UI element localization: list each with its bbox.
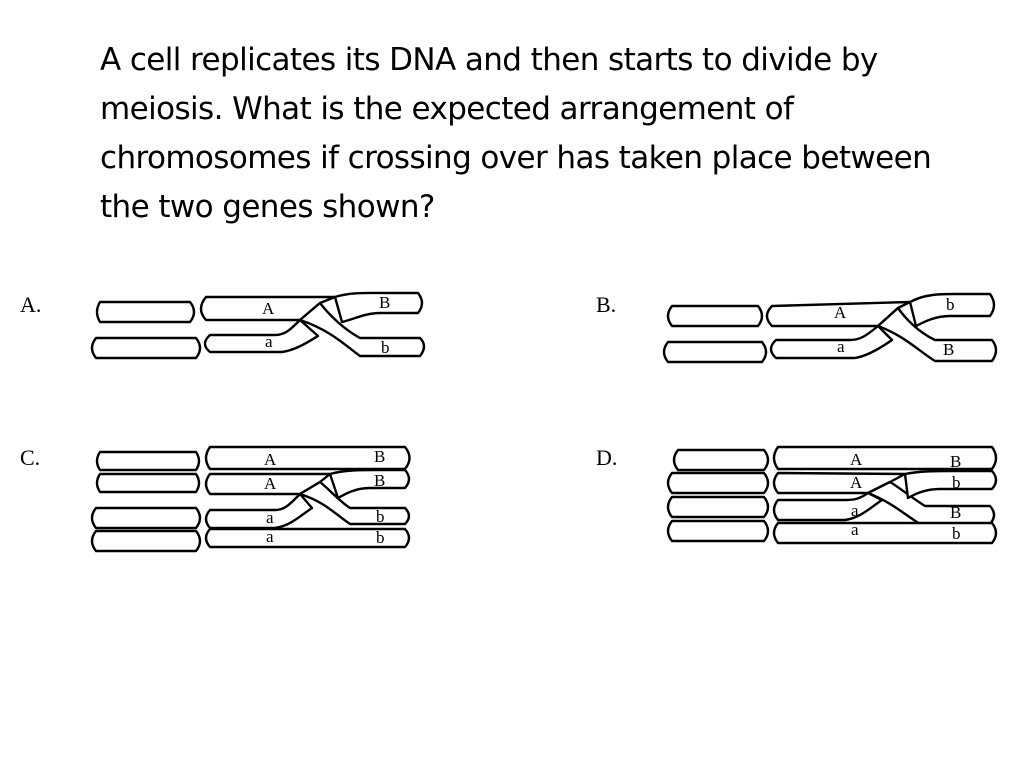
- chromatid-cross-down: [298, 301, 426, 358]
- chromatid-row2-cross: [866, 480, 996, 526]
- chromatid-row2-left: [666, 471, 770, 495]
- chromatid-upper-right: [333, 291, 424, 324]
- option-b-label: B.: [596, 292, 617, 317]
- gene-label: B: [950, 452, 961, 471]
- chromatid-row2-upper: [328, 468, 411, 500]
- gene-label: a: [837, 337, 845, 356]
- chromatid-row3-left: [90, 506, 202, 530]
- chromatid-upper-right: [908, 292, 996, 328]
- chromatid-row4-left: [666, 519, 770, 543]
- gene-label: A: [264, 474, 277, 493]
- chromatid-left-bottom: [662, 340, 768, 364]
- gene-label: b: [376, 528, 385, 547]
- gene-label: A: [850, 450, 863, 469]
- gene-label: a: [851, 520, 859, 539]
- gene-label: b: [381, 338, 390, 357]
- gene-label: B: [943, 340, 954, 359]
- gene-label: b: [376, 507, 385, 526]
- gene-label: a: [265, 332, 273, 351]
- chromatid-cross-down: [876, 306, 998, 363]
- gene-label: B: [374, 471, 385, 490]
- chromatid-left-bottom: [90, 336, 202, 360]
- gene-label: A: [262, 299, 275, 318]
- gene-label: A: [264, 450, 277, 469]
- gene-label: B: [950, 503, 961, 522]
- chromatid-left-top: [666, 304, 764, 328]
- gene-label: b: [952, 524, 961, 543]
- option-a-label: A.: [20, 292, 42, 317]
- option-c-label: C.: [20, 445, 41, 470]
- chromatid-lower-arm: [769, 324, 894, 360]
- gene-label: B: [374, 447, 385, 466]
- gene-label: a: [266, 527, 274, 546]
- gene-label: A: [834, 303, 847, 322]
- chromatid-row2-left: [95, 472, 201, 494]
- chromatid-row2-cross: [298, 480, 411, 526]
- gene-label: b: [952, 473, 961, 492]
- chromatid-lower-arm: [203, 318, 320, 354]
- chromatid-row1-right: [772, 445, 998, 471]
- gene-label: A: [850, 473, 863, 492]
- question-text: A cell replicates its DNA and then start…: [100, 42, 932, 225]
- chromatid-row4-right: [204, 527, 411, 549]
- chromatid-row3-right: [204, 492, 314, 530]
- chromatid-left-top: [95, 300, 196, 324]
- gene-label: a: [851, 501, 859, 520]
- chromatid-row1-left: [672, 448, 770, 472]
- chromatid-row3-left: [666, 495, 770, 519]
- gene-label: B: [379, 293, 390, 312]
- option-d-label: D.: [596, 445, 618, 470]
- chromatid-row3-right: [772, 491, 884, 522]
- chromatid-row1-left: [95, 450, 201, 472]
- gene-label: b: [946, 295, 955, 314]
- chromatid-row2-upper: [903, 469, 998, 500]
- gene-label: a: [266, 508, 274, 527]
- chromatid-row4-left: [90, 529, 202, 553]
- chromatid-row4-right: [772, 521, 998, 545]
